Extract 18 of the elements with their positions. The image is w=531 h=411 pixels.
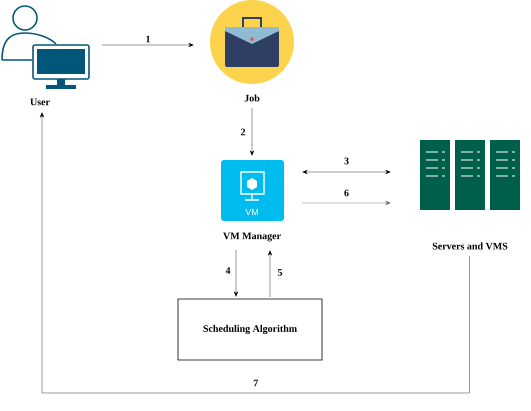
edge-label: 7 (252, 378, 260, 388)
edge-label: 3 (343, 156, 350, 166)
arrow (302, 200, 391, 206)
arrow (234, 250, 238, 297)
edge-label: 2 (240, 128, 246, 136)
edge-label: 6 (343, 188, 350, 198)
arrow (102, 42, 194, 48)
node-label: Servers and VMS (432, 242, 508, 250)
edge-label: 1 (144, 34, 152, 44)
edge-label: 5 (276, 268, 284, 277)
node-label: User (30, 98, 50, 106)
arrow (268, 250, 272, 298)
arrow (250, 108, 254, 156)
node-label: Job (244, 94, 260, 102)
arrow (302, 170, 391, 174)
arrow (40, 112, 470, 394)
node-label: VM Manager (223, 232, 281, 242)
edge-label: 4 (224, 266, 232, 275)
